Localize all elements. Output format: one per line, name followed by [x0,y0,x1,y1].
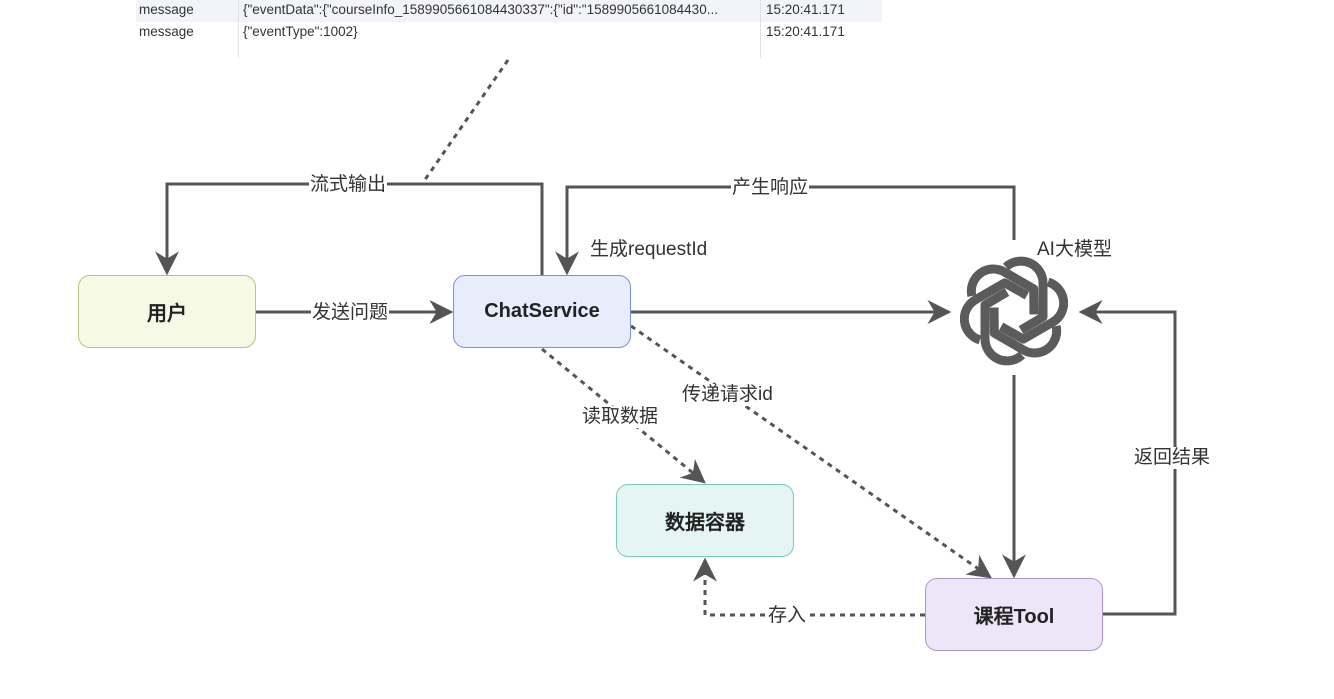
ai-model-label: AI大模型 [1037,239,1112,260]
edge-stream-output [155,182,544,276]
label-pass-request-id: 传递请求id [681,384,774,406]
label-store: 存入 [767,605,808,627]
label-stream-output: 流式输出 [309,174,388,196]
log-pointer-line [420,59,510,185]
log-time-cell: 15:20:41.171 [766,24,845,39]
log-data-cell: {"eventData":{"courseInfo_15899056610844… [243,2,718,17]
log-type-cell: message [139,24,194,39]
log-row[interactable]: message {"eventData":{"courseInfo_158990… [136,0,882,22]
label-produce-response: 产生响应 [731,177,810,199]
label-generate-request-id: 生成requestId [590,239,708,260]
openai-logo-icon[interactable] [960,256,1068,366]
node-user[interactable]: 用户 [78,275,256,348]
log-type-cell: message [139,2,194,17]
node-data-container[interactable]: 数据容器 [616,484,794,557]
node-course-tool[interactable]: 课程Tool [925,578,1103,651]
column-divider [760,0,761,58]
log-time-cell: 15:20:41.171 [766,2,845,17]
log-data-cell: {"eventType":1002} [243,24,358,39]
edge-pass-request-id [630,324,992,579]
label-read-data: 读取数据 [581,406,660,428]
label-return-result: 返回结果 [1133,447,1212,469]
edge-store [693,557,925,617]
node-chat-service[interactable]: ChatService [453,275,631,348]
log-row[interactable]: message {"eventType":1002} 15:20:41.171 [136,22,882,44]
column-divider [238,0,239,58]
label-send-question: 发送问题 [311,302,390,324]
event-log-table: message {"eventData":{"courseInfo_158990… [136,0,882,58]
